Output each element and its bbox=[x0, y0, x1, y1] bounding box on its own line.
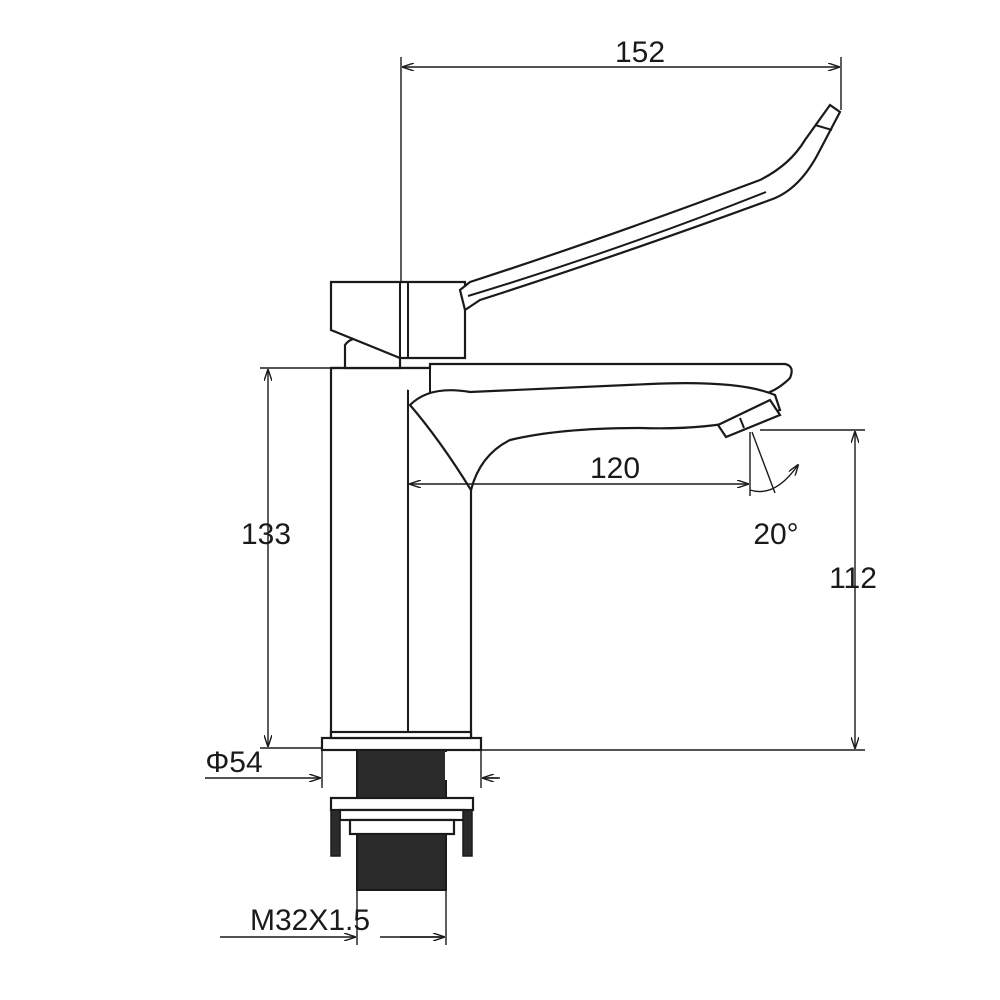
spout-body bbox=[408, 382, 782, 493]
angle-spray-line bbox=[751, 431, 776, 494]
base-flange bbox=[320, 736, 483, 752]
dimension-total-length: 152 bbox=[400, 36, 842, 282]
mounting-washer bbox=[329, 796, 475, 812]
mounting-nut-top bbox=[338, 808, 466, 822]
mounting-assembly bbox=[329, 749, 475, 891]
dimension-base-diameter: Φ54 bbox=[205, 746, 500, 788]
label-112: 112 bbox=[829, 562, 877, 595]
spout-nozzle bbox=[716, 398, 782, 439]
dimension-spout-height: 112 bbox=[481, 429, 877, 751]
base-ring bbox=[329, 730, 473, 740]
label-152: 152 bbox=[615, 36, 665, 69]
handle-lever bbox=[458, 103, 842, 312]
mounting-stud-right bbox=[462, 809, 473, 857]
mounting-stud-left bbox=[330, 809, 341, 857]
dimension-spout-reach: 120 bbox=[410, 452, 748, 485]
label-m32x1-5: M32X1.5 bbox=[250, 904, 370, 937]
label-20-degrees: 20° bbox=[753, 518, 798, 551]
dimension-body-height: 133 bbox=[241, 367, 331, 749]
dimension-spray-angle: 20° bbox=[749, 431, 799, 551]
lever-inner-line bbox=[467, 191, 767, 297]
faucet-body bbox=[320, 103, 842, 752]
label-133: 133 bbox=[241, 518, 291, 551]
mounting-nut bbox=[348, 818, 456, 836]
lever-tip-line bbox=[814, 124, 833, 131]
label-phi-54: Φ54 bbox=[205, 746, 262, 779]
dimension-thread: M32X1.5 bbox=[220, 890, 447, 945]
angle-arc bbox=[749, 465, 798, 493]
nozzle-detail bbox=[739, 417, 745, 429]
handle-body bbox=[329, 280, 467, 360]
label-120: 120 bbox=[590, 452, 640, 485]
